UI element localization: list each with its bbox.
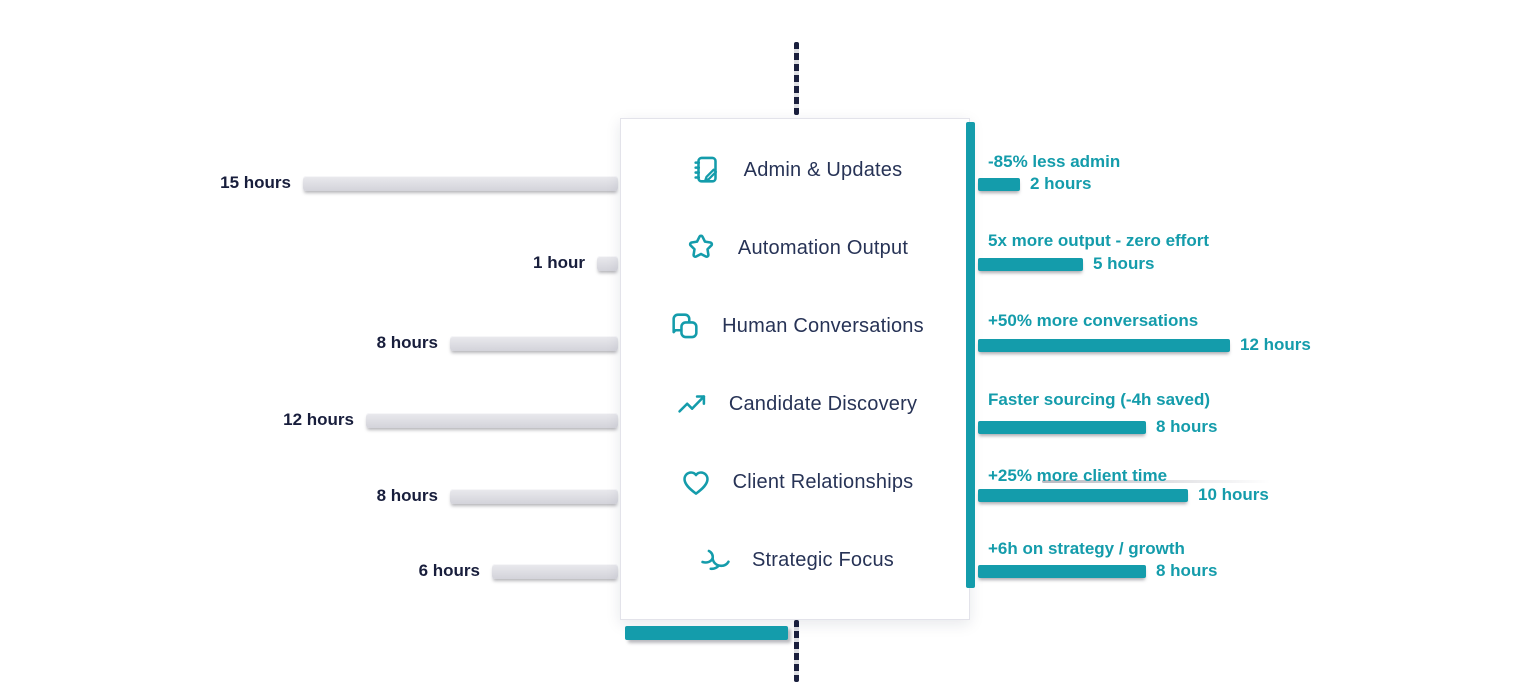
category-label: Client Relationships: [732, 470, 914, 493]
after-note: +25% more client time: [988, 466, 1168, 485]
star-icon: [682, 229, 720, 267]
after-row: 8 hours: [978, 417, 1218, 436]
category-row: Automation Output: [621, 209, 969, 287]
after-axis-line: [966, 122, 975, 588]
category-label: Human Conversations: [722, 314, 924, 337]
before-bar: [597, 255, 618, 271]
category-row: Client Relationships: [621, 443, 969, 521]
before-hours-label: 1 hour: [533, 253, 585, 272]
after-row: 2 hours: [978, 174, 1092, 193]
before-hours-label: 15 hours: [220, 173, 291, 192]
before-bar: [450, 335, 618, 351]
category-label: Strategic Focus: [752, 548, 894, 571]
before-hours-label: 12 hours: [283, 410, 354, 429]
after-hours-label: 2 hours: [1030, 174, 1092, 193]
shadow-line-decoration: [1042, 480, 1270, 483]
speech-bubbles-icon: [666, 307, 704, 345]
vertical-marker-top-icon: [794, 42, 799, 115]
after-bar: [978, 338, 1230, 352]
after-hours-label: 12 hours: [1240, 335, 1311, 354]
trend-up-arrow-icon: [673, 385, 711, 423]
before-hours-label: 6 hours: [418, 561, 480, 580]
before-row: 1 hour: [0, 250, 618, 276]
before-bar: [492, 563, 618, 579]
after-note: +50% more conversations: [988, 311, 1199, 330]
after-note: 5x more output - zero effort: [988, 231, 1210, 250]
after-bar: [978, 420, 1146, 434]
before-hours-label: 8 hours: [376, 333, 438, 352]
after-hours-label: 5 hours: [1093, 254, 1155, 273]
after-hours-label: 10 hours: [1198, 485, 1269, 504]
before-bar: [366, 412, 618, 428]
after-row: 10 hours: [978, 485, 1269, 504]
bird-icon: [696, 541, 734, 579]
category-label: Candidate Discovery: [728, 392, 918, 415]
before-row: 8 hours: [0, 330, 618, 356]
notebook-pencil-icon: [688, 151, 726, 189]
before-row: 15 hours: [0, 170, 618, 196]
after-hours-label: 8 hours: [1156, 417, 1218, 436]
category-card: Admin & Updates Automation Output Human …: [620, 118, 970, 620]
category-row: Strategic Focus: [621, 521, 969, 599]
after-bar: [978, 257, 1083, 271]
category-label: Automation Output: [737, 236, 909, 259]
after-hours-label: 8 hours: [1156, 561, 1218, 580]
before-bar: [303, 175, 618, 191]
after-bar: [978, 564, 1146, 578]
after-bar: [978, 488, 1188, 502]
after-row: 5 hours: [978, 254, 1155, 273]
category-row: Candidate Discovery: [621, 365, 969, 443]
category-label: Admin & Updates: [743, 158, 903, 181]
after-row: 12 hours: [978, 335, 1311, 354]
before-row: 12 hours: [0, 407, 618, 433]
vertical-marker-bottom-icon: [794, 620, 799, 682]
after-row: 8 hours: [978, 561, 1218, 580]
before-row: 8 hours: [0, 483, 618, 509]
before-bar: [450, 488, 618, 504]
after-note: +6h on strategy / growth: [988, 539, 1185, 558]
after-bar: [978, 177, 1020, 191]
after-note: Faster sourcing (-4h saved): [988, 390, 1211, 409]
after-note: -85% less admin: [988, 152, 1121, 171]
before-hours-label: 8 hours: [376, 486, 438, 505]
category-row: Human Conversations: [621, 287, 969, 365]
before-row: 6 hours: [0, 558, 618, 584]
bottom-total-bar: [625, 626, 788, 640]
category-row: Admin & Updates: [621, 131, 969, 209]
heart-icon: [677, 463, 715, 501]
